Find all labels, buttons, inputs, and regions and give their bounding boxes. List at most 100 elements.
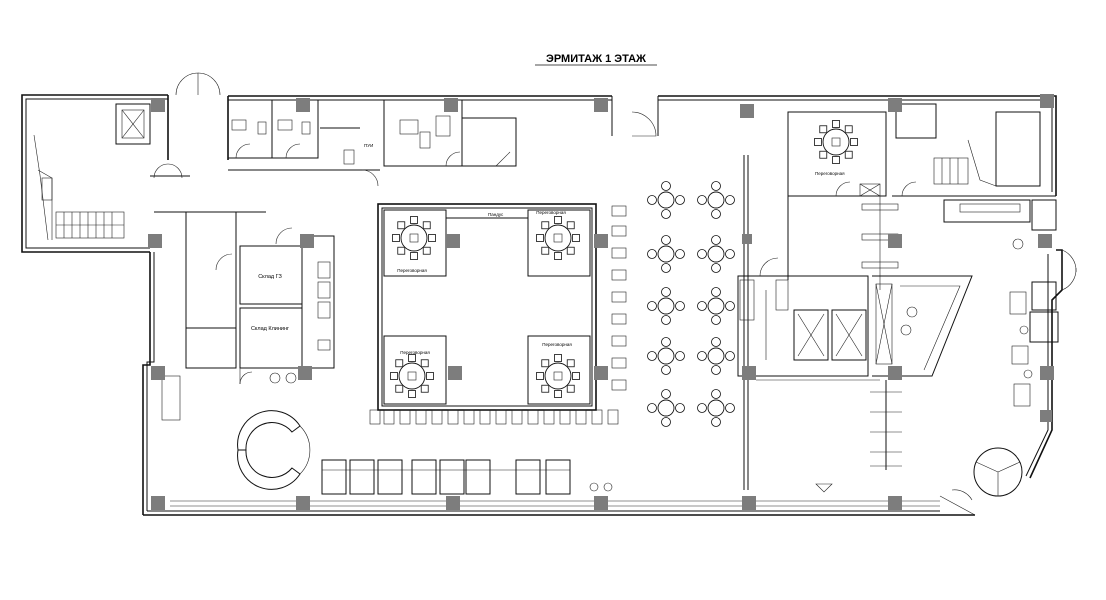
- cafe-table-set: [697, 181, 735, 219]
- chair: [844, 150, 853, 159]
- chair: [572, 234, 580, 242]
- chair: [844, 125, 853, 134]
- structural-columns: [148, 94, 1054, 510]
- cafe-chair: [661, 389, 671, 399]
- cafe-table: [657, 347, 675, 365]
- chair: [566, 221, 575, 230]
- cafe-table-set: [647, 389, 685, 427]
- cafe-tables: [647, 181, 735, 427]
- chair: [819, 150, 828, 159]
- pui-label: ПУИ: [364, 143, 373, 148]
- chair: [566, 359, 575, 368]
- cafe-table-set: [697, 235, 735, 273]
- cafe-chair: [711, 263, 721, 273]
- chair: [566, 384, 575, 393]
- meeting-room-label-3: Переговорная: [400, 350, 430, 355]
- cafe-chair: [697, 403, 707, 413]
- chair: [397, 246, 406, 255]
- storage-cleaning-label: Склад Клининг: [251, 326, 289, 332]
- storage-gz-label: Склад ГЗ: [258, 274, 282, 280]
- chair: [536, 372, 544, 380]
- chair: [408, 390, 416, 398]
- cafe-chair: [675, 301, 685, 311]
- round-table: [398, 362, 426, 390]
- window-segments: [170, 500, 940, 507]
- cafe-chair: [647, 301, 657, 311]
- cafe-table-set: [647, 287, 685, 325]
- outer-walls: [21, 94, 1063, 516]
- cafe-chair: [711, 235, 721, 245]
- round-table-set: [390, 354, 434, 398]
- cafe-chair: [661, 235, 671, 245]
- cafe-chair: [661, 287, 671, 297]
- cafe-chair: [661, 417, 671, 427]
- meeting-room-label-4: Переговорная: [542, 342, 572, 347]
- chair: [428, 234, 436, 242]
- cafe-chair: [697, 249, 707, 259]
- cafe-chair: [661, 181, 671, 191]
- round-table-set: [814, 120, 858, 164]
- round-table-set: [536, 216, 580, 260]
- chair: [408, 354, 416, 362]
- chair: [832, 120, 840, 128]
- cafe-chair: [725, 301, 735, 311]
- chair: [536, 234, 544, 242]
- table-center: [407, 371, 417, 381]
- cafe-chair: [647, 403, 657, 413]
- entrance-corridor: ПУИ: [150, 72, 517, 213]
- meeting-room-label-2: Переговорная: [536, 210, 566, 215]
- cafe-table-set: [697, 337, 735, 375]
- round-table-set: [392, 216, 436, 260]
- lower-left-hall: [161, 368, 311, 490]
- atrium: Пандус Переговорная Переговорная Перегов…: [369, 203, 627, 425]
- chair: [422, 246, 431, 255]
- cafe-chair: [711, 287, 721, 297]
- chair: [397, 221, 406, 230]
- chair: [541, 246, 550, 255]
- chair: [554, 354, 562, 362]
- chair: [392, 234, 400, 242]
- ramp-label: Пандус: [488, 212, 504, 217]
- cafe-table: [657, 191, 675, 209]
- cafe-chair: [725, 249, 735, 259]
- cafe-chair: [711, 365, 721, 375]
- cafe-chair: [675, 195, 685, 205]
- cafe-chair: [647, 249, 657, 259]
- cafe-table: [707, 347, 725, 365]
- meeting-room-label-1: Переговорная: [397, 268, 427, 273]
- chair: [814, 138, 822, 146]
- cafe-chair: [675, 351, 685, 361]
- cafe-chair: [675, 403, 685, 413]
- chair: [572, 372, 580, 380]
- cafe-chair: [697, 301, 707, 311]
- cafe-table: [657, 245, 675, 263]
- booth-row: [321, 459, 613, 495]
- chair: [541, 221, 550, 230]
- chair: [426, 372, 434, 380]
- cafe-chair: [711, 337, 721, 347]
- chair: [395, 359, 404, 368]
- table-center: [553, 233, 563, 243]
- meeting-tables: [390, 120, 858, 398]
- chair: [541, 384, 550, 393]
- cafe-chair: [647, 351, 657, 361]
- cafe-chair: [661, 209, 671, 219]
- chair: [420, 384, 429, 393]
- round-table-set: [536, 354, 580, 398]
- cafe-partitions: [611, 96, 749, 490]
- cafe-chair: [697, 351, 707, 361]
- table-center: [553, 371, 563, 381]
- cafe-table-set: [647, 337, 685, 375]
- plan-title: ЭРМИТАЖ 1 ЭТАЖ: [546, 53, 646, 65]
- cafe-chair: [697, 195, 707, 205]
- left-staircase: [33, 103, 151, 241]
- table-center: [831, 137, 841, 147]
- chair: [554, 216, 562, 224]
- cafe-chair: [661, 365, 671, 375]
- chair: [819, 125, 828, 134]
- round-table: [822, 128, 850, 156]
- table-center: [409, 233, 419, 243]
- cafe-table: [657, 297, 675, 315]
- cafe-chair: [711, 181, 721, 191]
- round-table: [544, 224, 572, 252]
